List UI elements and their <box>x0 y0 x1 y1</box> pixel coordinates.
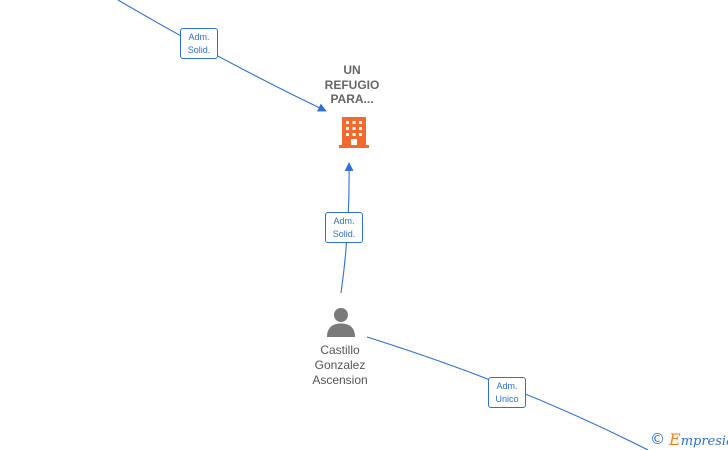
edge-label-adm-solid[interactable]: Adm. Solid. <box>325 212 363 243</box>
person-node-label[interactable]: Castillo Gonzalez Ascension <box>290 343 390 387</box>
company-node-label[interactable]: UN REFUGIO PARA... <box>304 63 400 107</box>
edge-label-line: Adm. <box>333 216 355 226</box>
brand-logo[interactable]: © Empresia <box>650 429 728 449</box>
person-icon[interactable] <box>325 306 357 338</box>
person-label-line: Ascension <box>312 372 368 387</box>
building-icon[interactable] <box>338 115 370 149</box>
brand-name-rest: mpresia <box>680 433 728 449</box>
company-label-line: UN <box>343 63 361 77</box>
person-label-line: Gonzalez <box>314 357 366 372</box>
company-label-line: PARA... <box>330 92 374 106</box>
company-label-line: REFUGIO <box>324 77 380 92</box>
edge-label-line: Solid. <box>332 229 356 239</box>
copyright-icon: © <box>650 430 665 448</box>
edge-label-adm-solid[interactable]: Adm. Solid. <box>180 28 218 59</box>
edge-label-line: Unico <box>495 394 519 404</box>
brand-name: Empresia <box>669 430 728 449</box>
brand-name-initial: E <box>669 429 681 449</box>
edge-label-line: Adm. <box>496 381 518 391</box>
edge-label-line: Adm. <box>188 32 210 42</box>
edge-label-adm-unico[interactable]: Adm. Unico <box>488 377 526 408</box>
person-label-line: Castillo <box>320 343 360 357</box>
edge-line-top-to-company <box>117 0 327 112</box>
edge-label-line: Solid. <box>187 45 211 55</box>
